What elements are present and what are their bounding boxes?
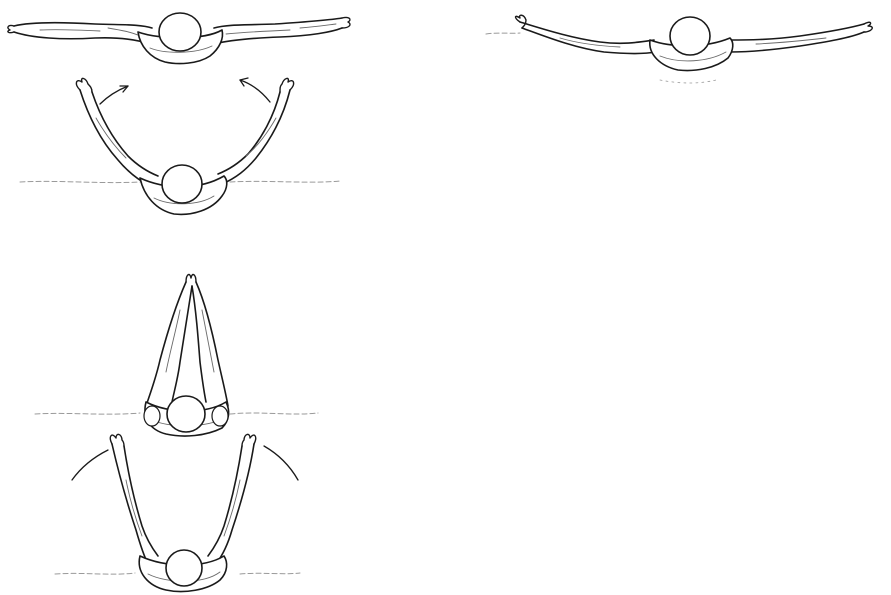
sweep-arrow-right [240,80,270,102]
sweep-arc-right [264,446,298,480]
figure-arms-open-wide-start [55,434,300,591]
sweep-arrow-left [100,86,128,104]
figure-arms-together-overhead [35,275,318,436]
figure-arms-extended-sideways [8,13,350,64]
water-line [486,33,520,34]
figure-arms-raised-v-sweep [20,78,340,214]
sweep-arc-left [72,450,108,480]
figure-arms-extended-glide [486,15,872,83]
